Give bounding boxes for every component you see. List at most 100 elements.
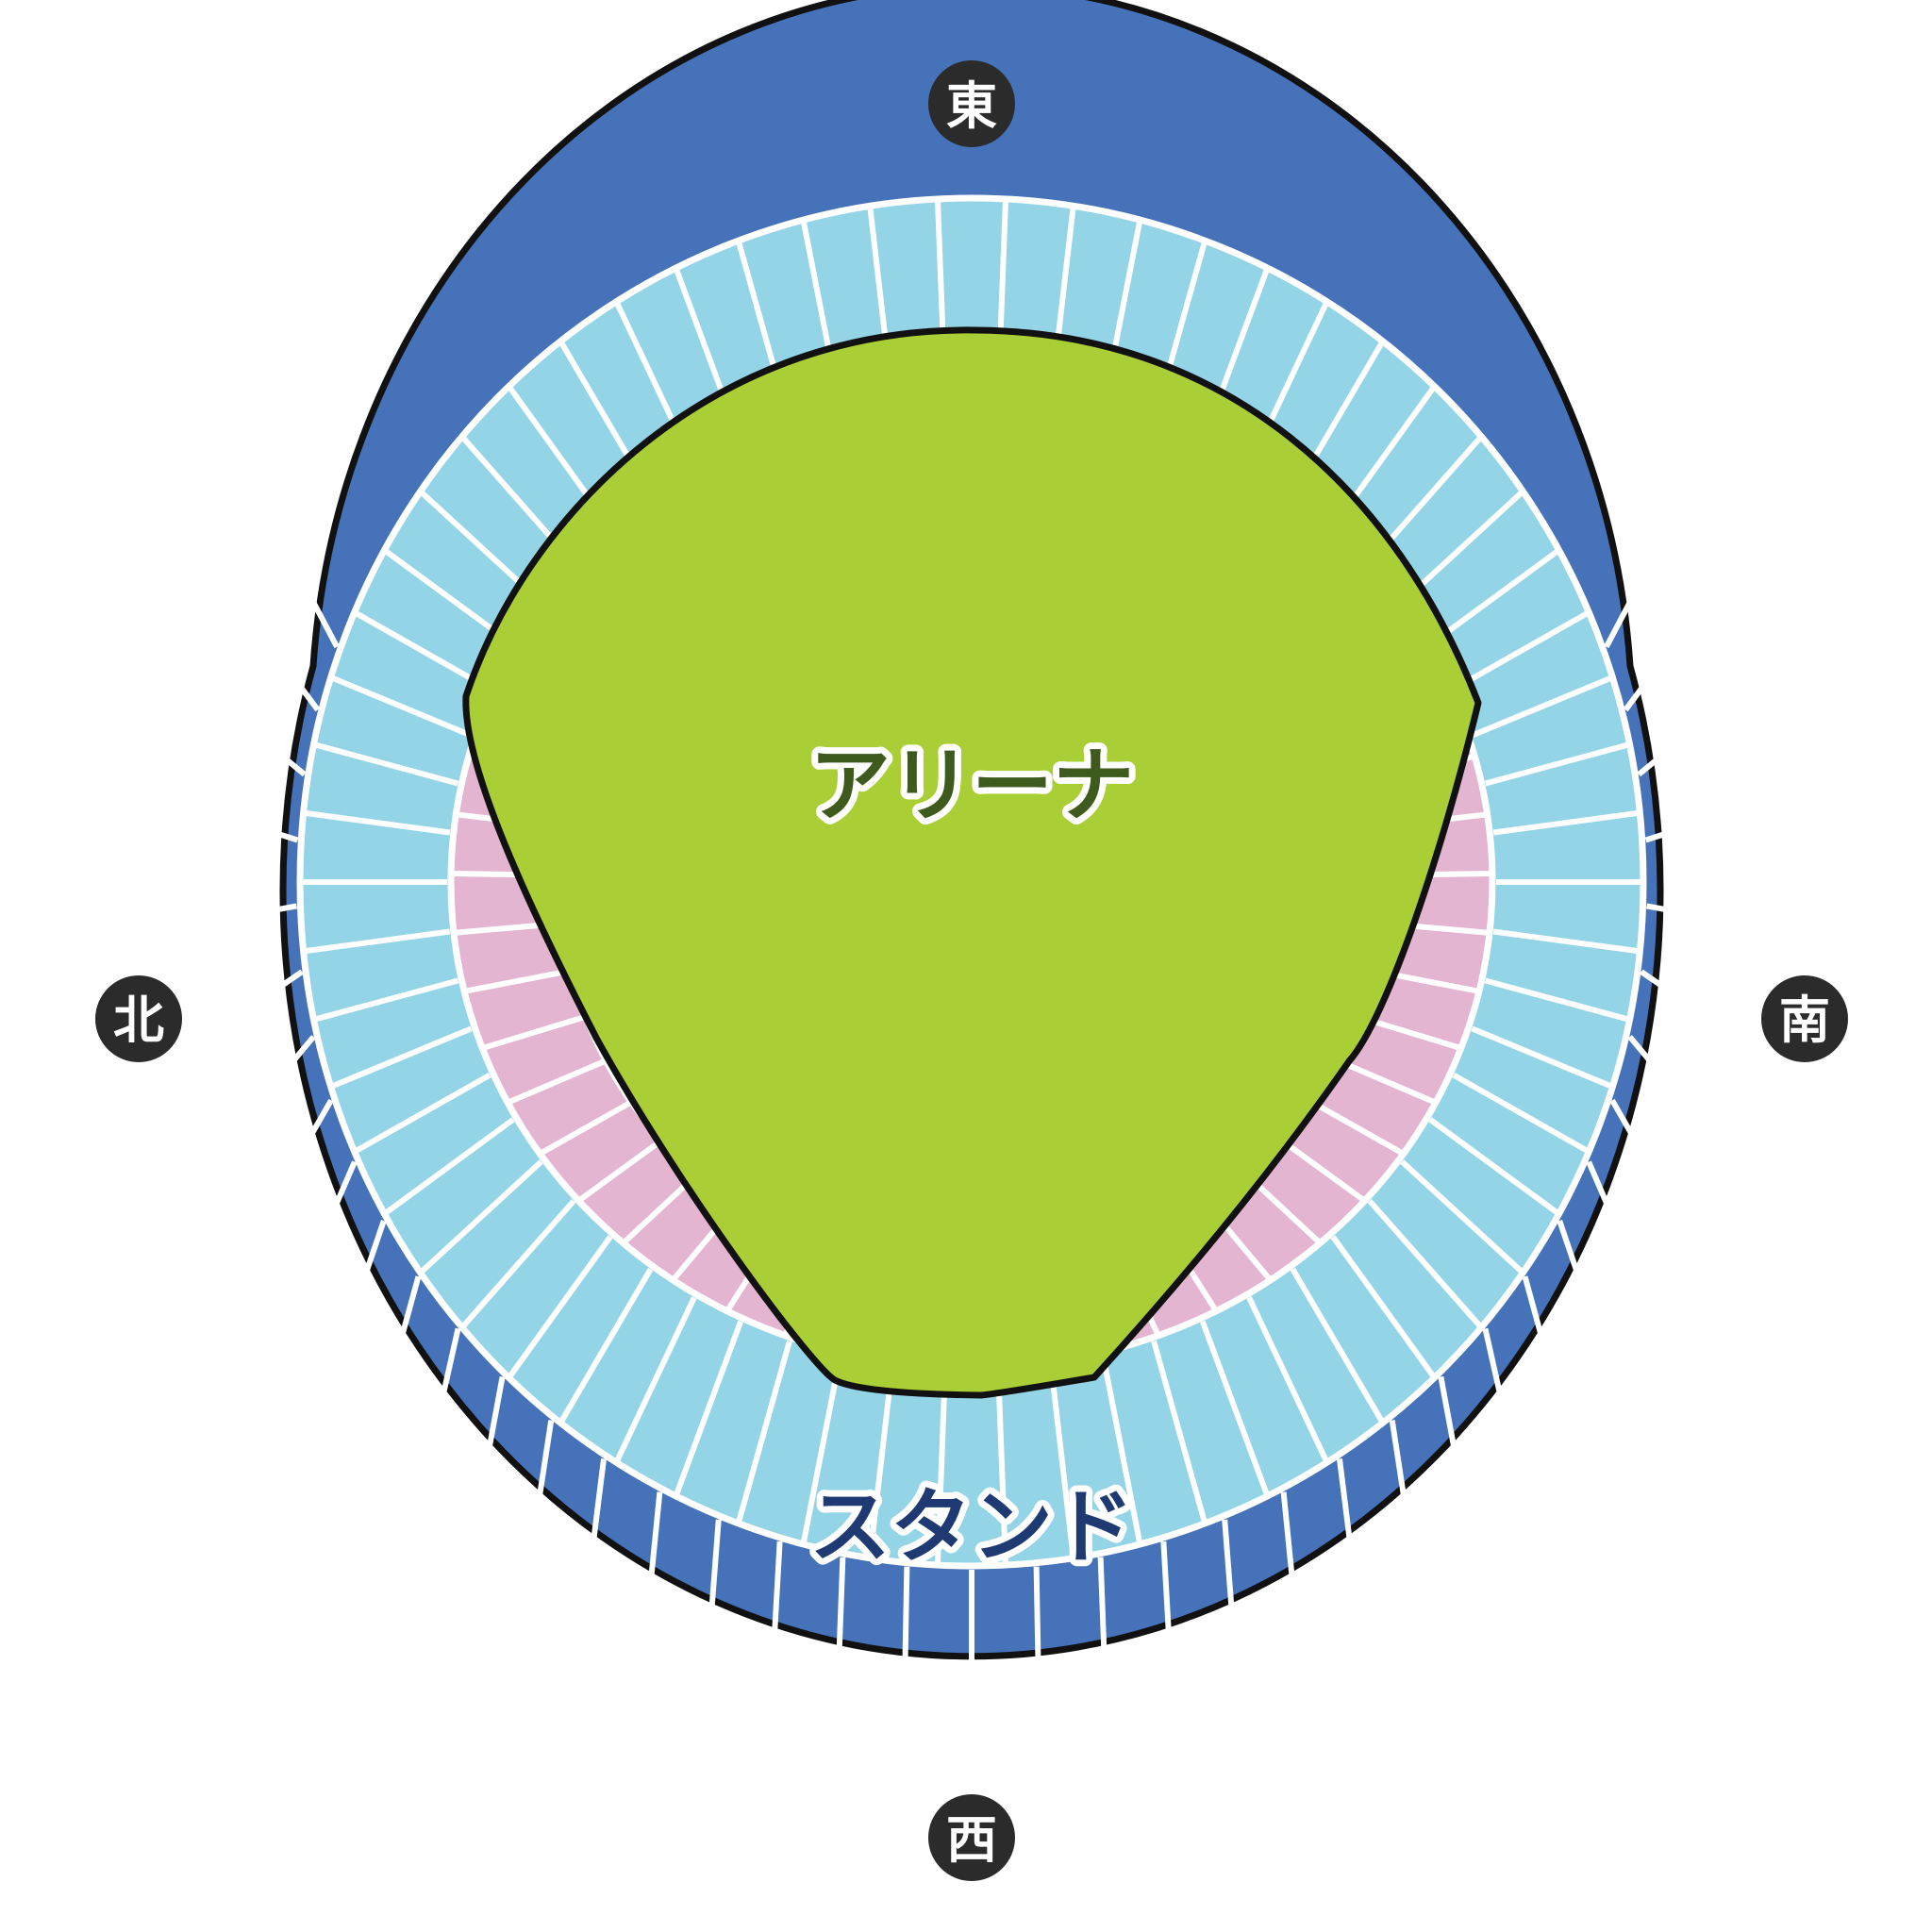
outer-block-divider (1646, 903, 1675, 914)
outer-block-divider (586, 1458, 608, 1579)
outer-block-divider (1557, 1220, 1587, 1292)
outer-block-divider (1623, 672, 1655, 712)
upper-block-divider (1330, 1235, 1437, 1380)
outer-block-divider (1097, 1557, 1109, 1697)
outer-block-divider (302, 1098, 334, 1147)
upper-block-divider (735, 1340, 792, 1524)
upper-block-divider (303, 928, 451, 955)
outer-block-divider (1644, 828, 1674, 843)
upper-block-divider (1492, 928, 1641, 955)
lower-block-divider (1336, 1058, 1438, 1106)
upper-block-divider (1484, 741, 1631, 787)
compass-badge-icon (928, 1794, 1015, 1881)
outer-block-divider (1336, 1458, 1357, 1579)
upper-block-divider (459, 1199, 576, 1330)
compass-east-label: 東 (946, 76, 997, 136)
upper-block-divider (800, 1355, 843, 1545)
compass-badge-icon (95, 975, 182, 1062)
outer-block-divider (1522, 1275, 1551, 1359)
outer-block-divider (1280, 1491, 1299, 1619)
lower-block-divider (463, 967, 573, 994)
upper-block-divider (353, 1073, 491, 1155)
outer-block-divider (1586, 1160, 1617, 1222)
compass-east: 東 (928, 60, 1015, 147)
outer-block-divider (326, 1160, 358, 1222)
lower-block-divider (1310, 1099, 1406, 1157)
upper-block-divider (1471, 675, 1614, 739)
arena-floor[interactable] (462, 326, 1482, 1399)
upper-block-divider (329, 1025, 473, 1090)
outer-block-divider (480, 1375, 506, 1480)
outer-block-divider (1604, 596, 1635, 649)
outer-block-divider (269, 828, 299, 843)
outer-block-divider (357, 1220, 387, 1292)
upper-block-divider (1367, 1199, 1484, 1330)
outer-block-divider (289, 672, 321, 712)
outer-block-divider (392, 1275, 422, 1359)
upper-block-divider (1200, 1320, 1271, 1497)
lower-block-divider (538, 1099, 633, 1157)
outer-block-divider (268, 903, 297, 914)
outer-block-divider (1637, 750, 1668, 777)
upper-block-divider (1151, 1340, 1208, 1524)
outer-block-divider (284, 1035, 316, 1071)
compass-north-label: 北 (113, 991, 164, 1050)
arena-label: アリーナ (809, 739, 1134, 833)
outer-block-divider (1033, 1566, 1042, 1709)
upper-block-divider (867, 1365, 895, 1558)
outer-block-divider (308, 596, 340, 649)
compass-badge-icon (928, 60, 1015, 147)
outer-block-divider (1160, 1541, 1174, 1678)
upper-block-divider (1484, 977, 1631, 1023)
outer-block-divider (834, 1557, 846, 1697)
outer-block-divider (1438, 1375, 1463, 1480)
upper-block-divider (1290, 1267, 1386, 1424)
compass-south: 南 (1761, 975, 1848, 1062)
upper-block-divider (1246, 1296, 1330, 1464)
compass-south-label: 南 (1779, 991, 1830, 1050)
outer-stand-dividers (268, 596, 1675, 1712)
compass-badge-icon (1761, 975, 1848, 1062)
upper-block-divider (329, 675, 473, 739)
upper-block-divider (1428, 1117, 1561, 1217)
compass-west: 西 (928, 1794, 1015, 1881)
outer-block-divider (1627, 1035, 1659, 1071)
upper-block-divider (1492, 809, 1641, 836)
upper-block-divider (418, 1159, 543, 1275)
upper-block-divider (1428, 547, 1561, 647)
stand-label: スタンド (809, 1480, 1134, 1574)
upper-block-divider (673, 1320, 743, 1497)
outer-block-divider (644, 1491, 663, 1619)
outer-block-divider (273, 969, 304, 993)
upper-block-divider (382, 1117, 515, 1217)
outer-block-divider (275, 750, 307, 777)
outer-block-divider (1482, 1327, 1509, 1423)
upper-block-divider (1400, 1159, 1525, 1275)
upper-block-divider (613, 1296, 697, 1464)
upper-block-divider (1100, 1355, 1143, 1545)
outer-block-divider (434, 1327, 461, 1423)
lower-block-divider (506, 1058, 608, 1106)
upper-block-divider (1471, 1025, 1614, 1090)
lower-block-divider (1279, 1138, 1367, 1204)
upper-block-divider (934, 1371, 948, 1566)
compass-north: 北 (95, 975, 182, 1062)
upper-block-divider (1452, 1073, 1591, 1155)
outer-block-divider (1222, 1519, 1239, 1653)
outer-block-divider (901, 1566, 910, 1709)
outer-block-divider (1389, 1420, 1412, 1533)
upper-block-divider (312, 977, 459, 1023)
outer-block-divider (531, 1420, 555, 1533)
outer-block-divider (1609, 1098, 1641, 1147)
outer-block-divider (705, 1519, 722, 1653)
upper-block-divider (312, 741, 459, 787)
upper-block-divider (1048, 1365, 1076, 1558)
upper-block-divider (1452, 609, 1591, 691)
upper-block-divider (995, 1371, 1009, 1566)
upper-block-divider (303, 809, 451, 836)
upper-block-divider (507, 1235, 613, 1380)
upper-block-divider (558, 1267, 654, 1424)
outer-block-divider (1640, 969, 1671, 993)
lower-block-divider (576, 1138, 664, 1204)
